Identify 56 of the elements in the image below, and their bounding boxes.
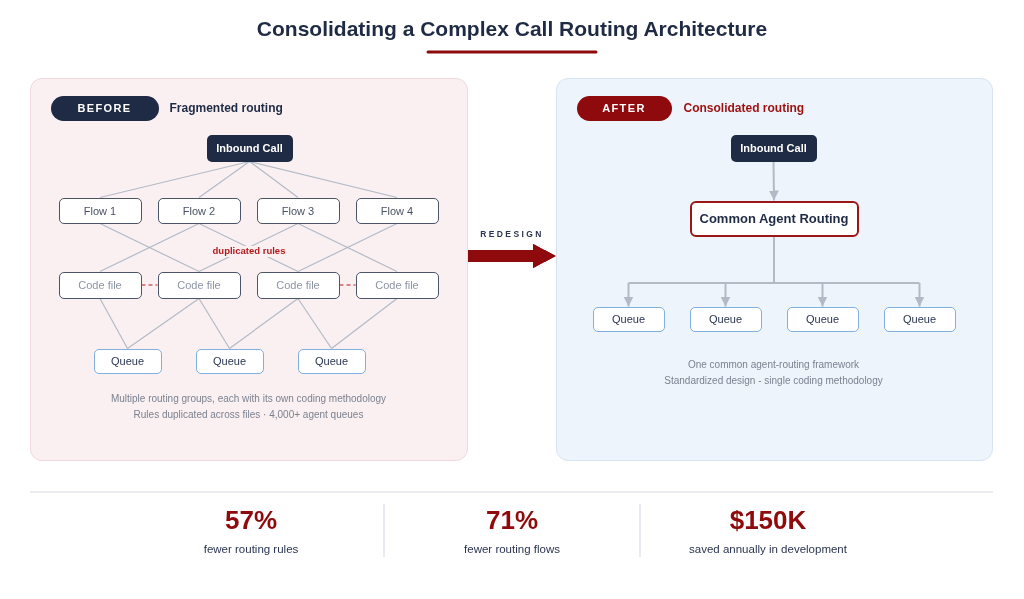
flow-box: Flow 1: [58, 197, 142, 224]
connector-line: [248, 160, 299, 199]
arrow: [623, 282, 634, 308]
panel-caption: Standardized design - single coding methodology: [664, 374, 883, 386]
diagram-title: Consolidating a Complex Call Routing Architecture: [256, 17, 768, 41]
connector-line: [330, 297, 398, 350]
panel-caption: Multiple routing groups, each with its own coding methodology: [110, 392, 387, 404]
block-arrow: [468, 243, 556, 269]
code-file-box: Code file: [355, 271, 439, 299]
annotation-text: duplicated rules: [209, 246, 289, 257]
connector-line: [228, 297, 299, 350]
routing-box: Common Agent Routing: [689, 200, 859, 237]
connector-line: [99, 297, 129, 350]
arrow: [720, 282, 731, 308]
connector-line: [198, 160, 251, 199]
queue-box: Queue: [592, 306, 665, 332]
panel-caption: One common agent-routing framework: [687, 358, 860, 370]
stat-value: 71%: [486, 506, 538, 536]
dashed-connector: [140, 284, 159, 286]
connector-line: [198, 297, 231, 350]
connector-line: [248, 160, 398, 199]
comparison-panel: [556, 78, 993, 461]
queue-box: Queue: [883, 306, 956, 332]
queue-box: Queue: [297, 348, 366, 374]
start-box: Inbound Call: [206, 134, 293, 162]
connector-line: [126, 297, 200, 350]
panel-subtitle: Consolidated routing: [683, 100, 805, 115]
phase-badge: BEFORE: [50, 95, 159, 121]
arrow: [817, 282, 828, 308]
connector-line: [297, 222, 398, 273]
code-file-box: Code file: [58, 271, 142, 299]
panel-subtitle: Fragmented routing: [169, 100, 283, 115]
stat-caption: saved annually in development: [689, 543, 847, 557]
comparison-panel: [30, 78, 468, 461]
connector-line: [627, 235, 921, 284]
stat-value: 57%: [225, 506, 277, 536]
start-box: Inbound Call: [730, 134, 817, 162]
arrow: [914, 282, 925, 308]
queue-box: Queue: [93, 348, 162, 374]
code-file-box: Code file: [256, 271, 340, 299]
phase-badge: AFTER: [576, 95, 672, 121]
queue-box: Queue: [195, 348, 264, 374]
stat-caption: fewer routing rules: [203, 543, 299, 557]
stat-value: $150K: [729, 506, 807, 536]
flow-box: Flow 3: [256, 197, 340, 224]
queue-box: Queue: [786, 306, 859, 332]
flow-box: Flow 2: [157, 197, 241, 224]
queue-box: Queue: [689, 306, 762, 332]
arrow: [768, 160, 779, 202]
connector-line: [99, 222, 200, 273]
stat-caption: fewer routing flows: [464, 543, 560, 557]
connector-line: [297, 297, 333, 350]
dashed-connector: [338, 284, 357, 286]
code-file-box: Code file: [157, 271, 241, 299]
panel-caption: Rules duplicated across files · 4,000+ agent queues: [133, 408, 364, 420]
flow-box: Flow 4: [355, 197, 439, 224]
